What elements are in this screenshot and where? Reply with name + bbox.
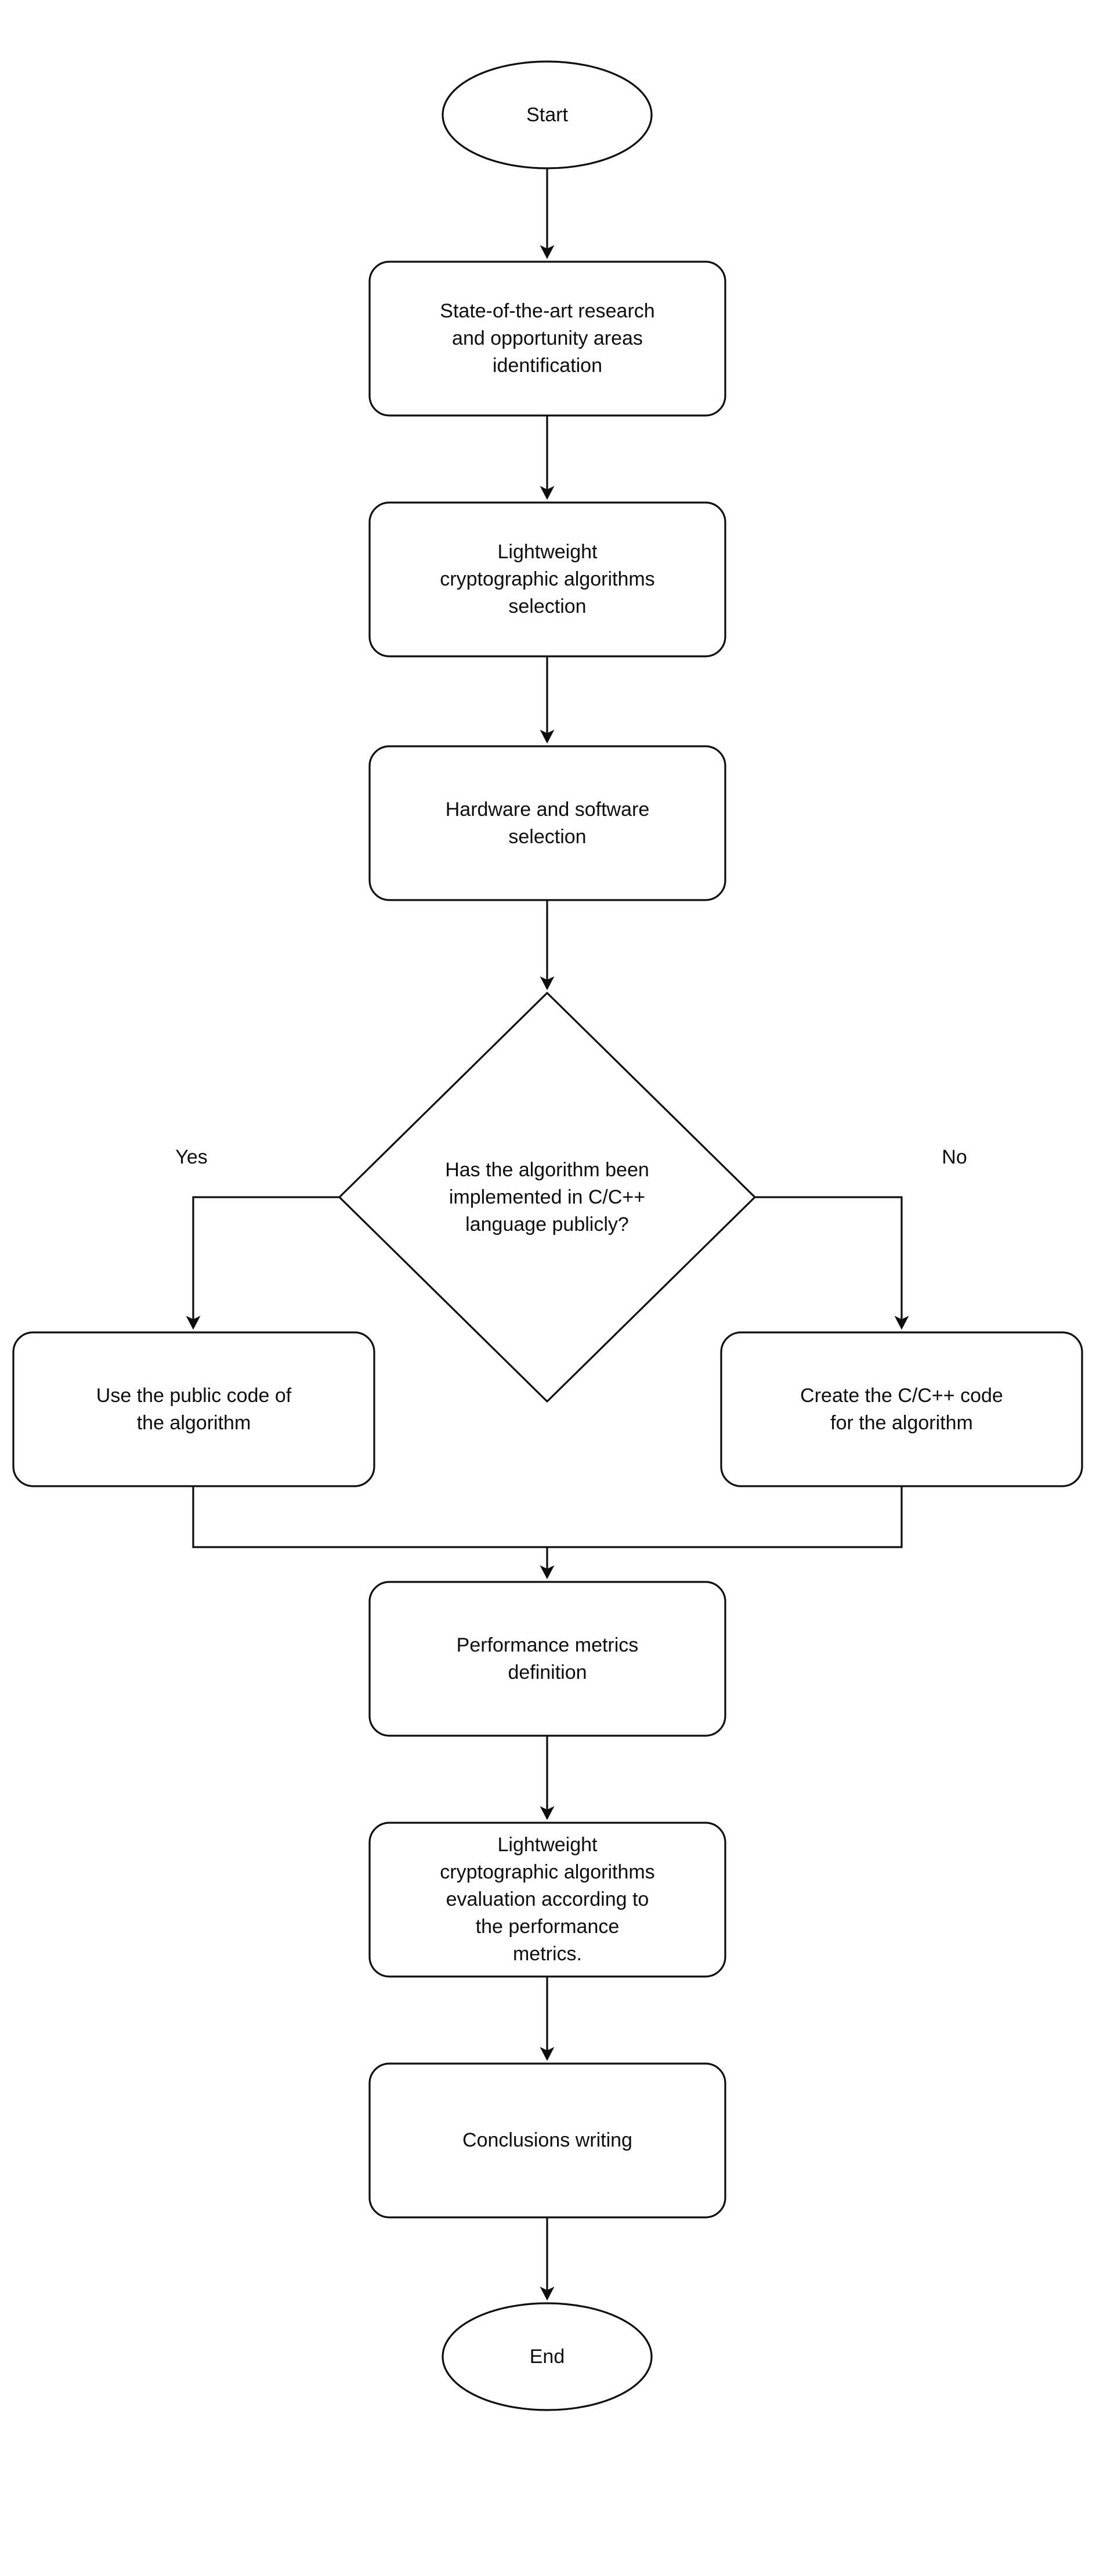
node-end-shape [442, 2302, 653, 2411]
node-metrics[interactable] [370, 1582, 725, 1736]
node-create-code[interactable] [721, 1332, 1082, 1486]
node-decision[interactable] [339, 993, 755, 1401]
edge-label-no: No [942, 1146, 967, 1168]
node-research[interactable] [370, 262, 725, 416]
node-decision-shape [338, 992, 756, 1403]
edge-decision-to-use-public [186, 1196, 339, 1330]
edge-decision-to-create-code [755, 1196, 909, 1330]
node-selection[interactable] [370, 503, 725, 656]
node-evaluation[interactable] [370, 1823, 725, 1977]
node-hwsw[interactable] [370, 746, 725, 900]
node-conclusions[interactable] [370, 2064, 725, 2217]
edge-create-code-to-merge [547, 1486, 903, 1548]
node-use-public[interactable] [13, 1332, 374, 1486]
edge-label-yes: Yes [175, 1146, 208, 1168]
node-end[interactable] [443, 2303, 652, 2410]
node-start[interactable] [443, 62, 652, 168]
edge-use-public-to-merge [192, 1486, 547, 1548]
